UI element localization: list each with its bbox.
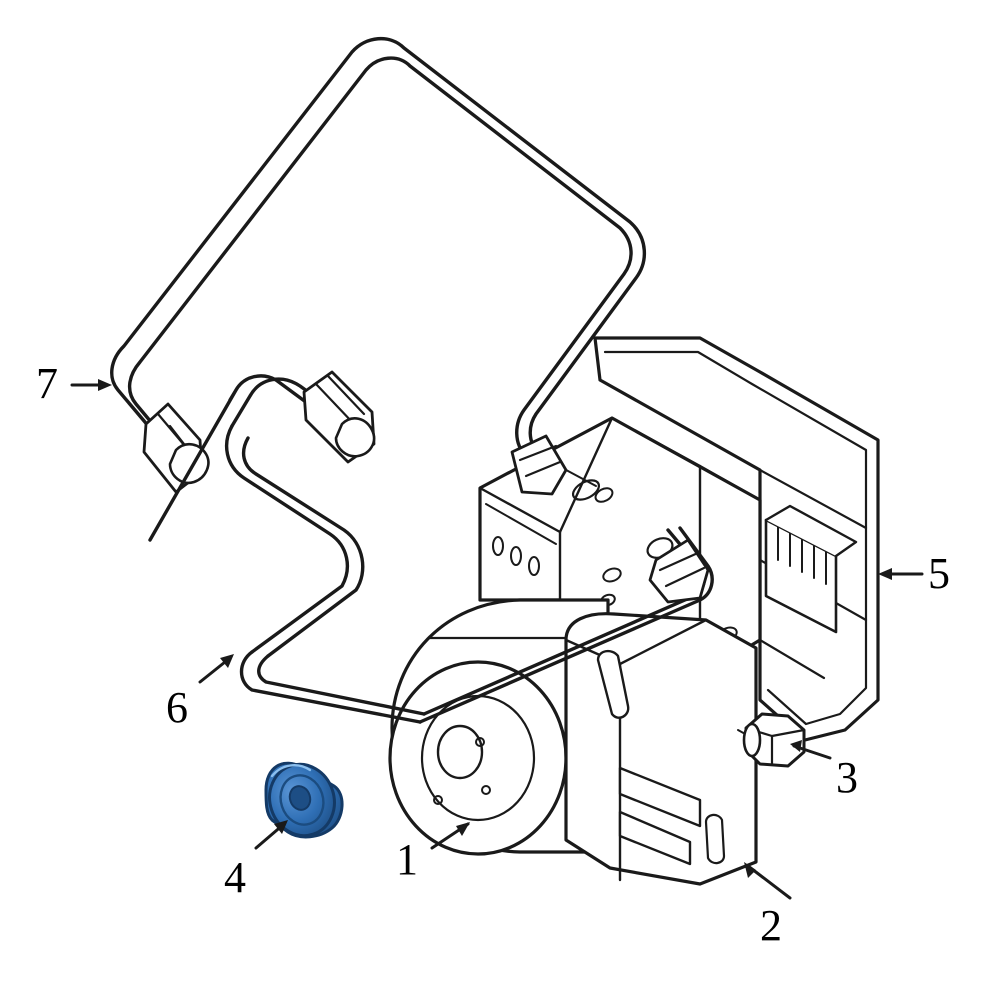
callout-label-1: 1	[396, 835, 418, 884]
callout-label-5: 5	[928, 549, 950, 598]
abs-control-module-shape	[593, 336, 880, 742]
mounting-bolt-shape	[742, 712, 806, 768]
mounting-bracket-shape	[564, 612, 758, 886]
callout-label-3: 3	[836, 753, 858, 802]
brake-tube-primary-shape	[110, 36, 647, 496]
rubber-mount-bushing-shape	[264, 761, 344, 839]
callout-label-7: 7	[36, 359, 58, 408]
callout-label-4: 4	[224, 853, 246, 902]
brake-tube-secondary-shape	[148, 370, 714, 724]
callout-label-2: 2	[760, 901, 782, 950]
callout-arrows	[70, 379, 924, 900]
callout-label-6: 6	[166, 683, 188, 732]
